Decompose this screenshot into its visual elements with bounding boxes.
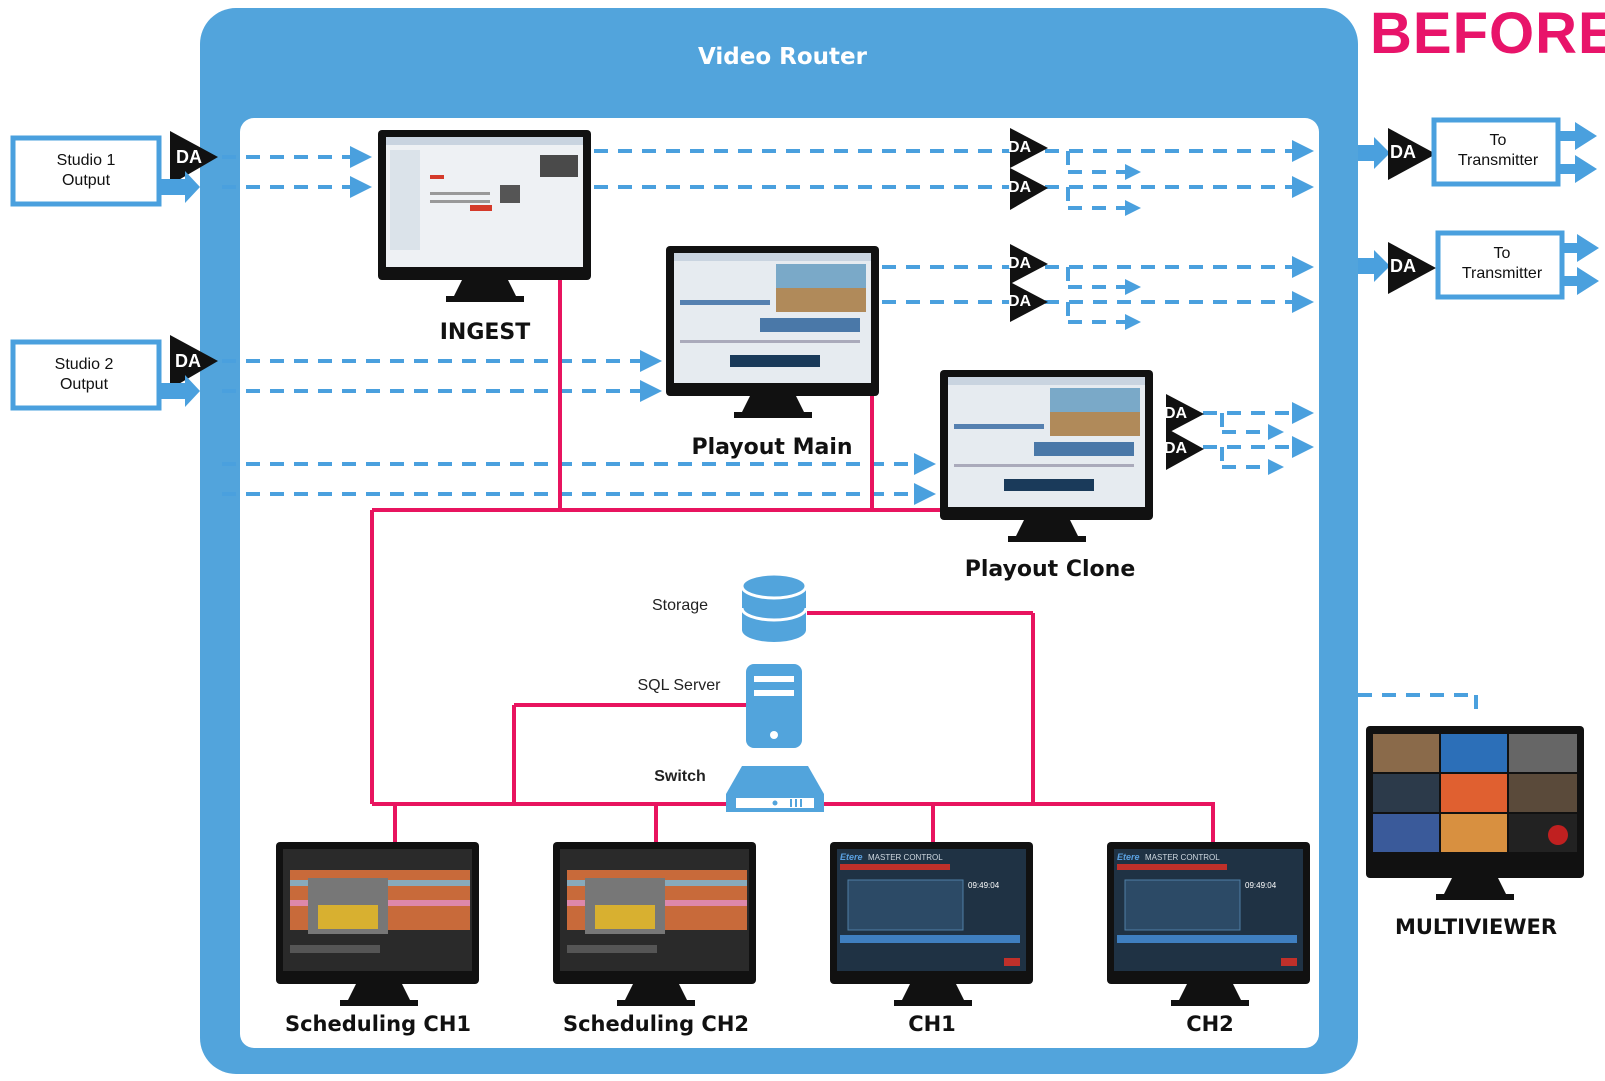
before-label: BEFORE [1370, 1, 1605, 66]
ingest-monitor [378, 130, 591, 302]
transmitter1-line1: To [1489, 132, 1507, 149]
ingest-label: INGEST [439, 320, 531, 345]
ch2-label: CH2 [1186, 1012, 1234, 1036]
da-triangle [1388, 242, 1436, 294]
playout-main-label: Playout Main [691, 435, 853, 460]
studio2-line1: Studio 2 [54, 356, 114, 373]
switch-icon [726, 766, 824, 812]
switch-label: Switch [654, 768, 706, 785]
ch2-brand: Etere [1117, 852, 1140, 862]
da-label: DA [1008, 255, 1032, 272]
scheduling-ch2-label: Scheduling CH2 [562, 1012, 750, 1036]
da-label: DA [1390, 142, 1416, 162]
storage-icon [740, 572, 808, 642]
ch2-monitor: Etere MASTER CONTROL 09:49:04 [1107, 842, 1310, 1006]
transmitter1-line2: Transmitter [1457, 152, 1539, 169]
da-label: DA [175, 351, 201, 371]
da-label: DA [1164, 405, 1188, 422]
sql-server-label: SQL Server [637, 677, 721, 694]
scheduling-ch2-monitor [553, 842, 756, 1006]
transmitter2-line2: Transmitter [1461, 265, 1543, 282]
ch2-time: 09:49:04 [1245, 881, 1277, 890]
multiviewer-label: MULTIVIEWER [1394, 915, 1558, 939]
da-label: DA [1008, 179, 1032, 196]
studio2-output-box [10, 339, 162, 411]
studio1-output-box [10, 135, 162, 207]
da-label: DA [176, 147, 202, 167]
playout-main-monitor [666, 246, 879, 418]
da-triangle [170, 335, 218, 389]
input-arrow [160, 375, 200, 407]
scheduling-ch1-label: Scheduling CH1 [284, 1012, 472, 1036]
studio1-line2: Output [61, 172, 111, 189]
multiviewer-monitor [1366, 726, 1584, 900]
output-arrow [1358, 137, 1390, 169]
da-triangle [1388, 128, 1436, 180]
playout-clone-label: Playout Clone [964, 557, 1136, 582]
sql-server-icon [746, 664, 802, 748]
to-transmitter-box-1 [1431, 117, 1561, 187]
transmitter2-label: To Transmitter [1440, 244, 1564, 284]
storage-label: Storage [651, 597, 709, 614]
output-arrow [1358, 250, 1390, 282]
to-transmitter-box-2 [1435, 230, 1565, 300]
ch1-monitor: Etere MASTER CONTROL 09:49:04 [830, 842, 1033, 1006]
ch2-mc-title: MASTER CONTROL [1145, 853, 1220, 862]
signal-arrowheads [350, 140, 1314, 505]
playout-clone-monitor [940, 370, 1153, 542]
ch1-label: CH1 [908, 1012, 956, 1036]
transmitter-arrows [1560, 122, 1599, 295]
input-arrow [160, 171, 200, 203]
scheduling-ch1-monitor [276, 842, 479, 1006]
internal-da-triangles [1010, 128, 1204, 470]
studio1-label: Studio 1 Output [18, 151, 154, 191]
ch1-time: 09:49:04 [968, 881, 1000, 890]
da-label: DA [1008, 139, 1032, 156]
signal-lines [222, 149, 1478, 716]
studio2-label: Studio 2 Output [16, 355, 152, 395]
da-label: DA [1008, 293, 1032, 310]
transmitter2-line1: To [1493, 245, 1511, 262]
da-label: DA [1164, 440, 1188, 457]
da-label: DA [1390, 256, 1416, 276]
transmitter1-label: To Transmitter [1436, 131, 1560, 171]
video-router-title: Video Router [698, 44, 867, 70]
ch1-mc-title: MASTER CONTROL [868, 853, 943, 862]
ch1-brand: Etere [840, 852, 863, 862]
da-triangle [170, 131, 218, 185]
studio1-line1: Studio 1 [56, 152, 116, 169]
studio2-line2: Output [59, 376, 109, 393]
